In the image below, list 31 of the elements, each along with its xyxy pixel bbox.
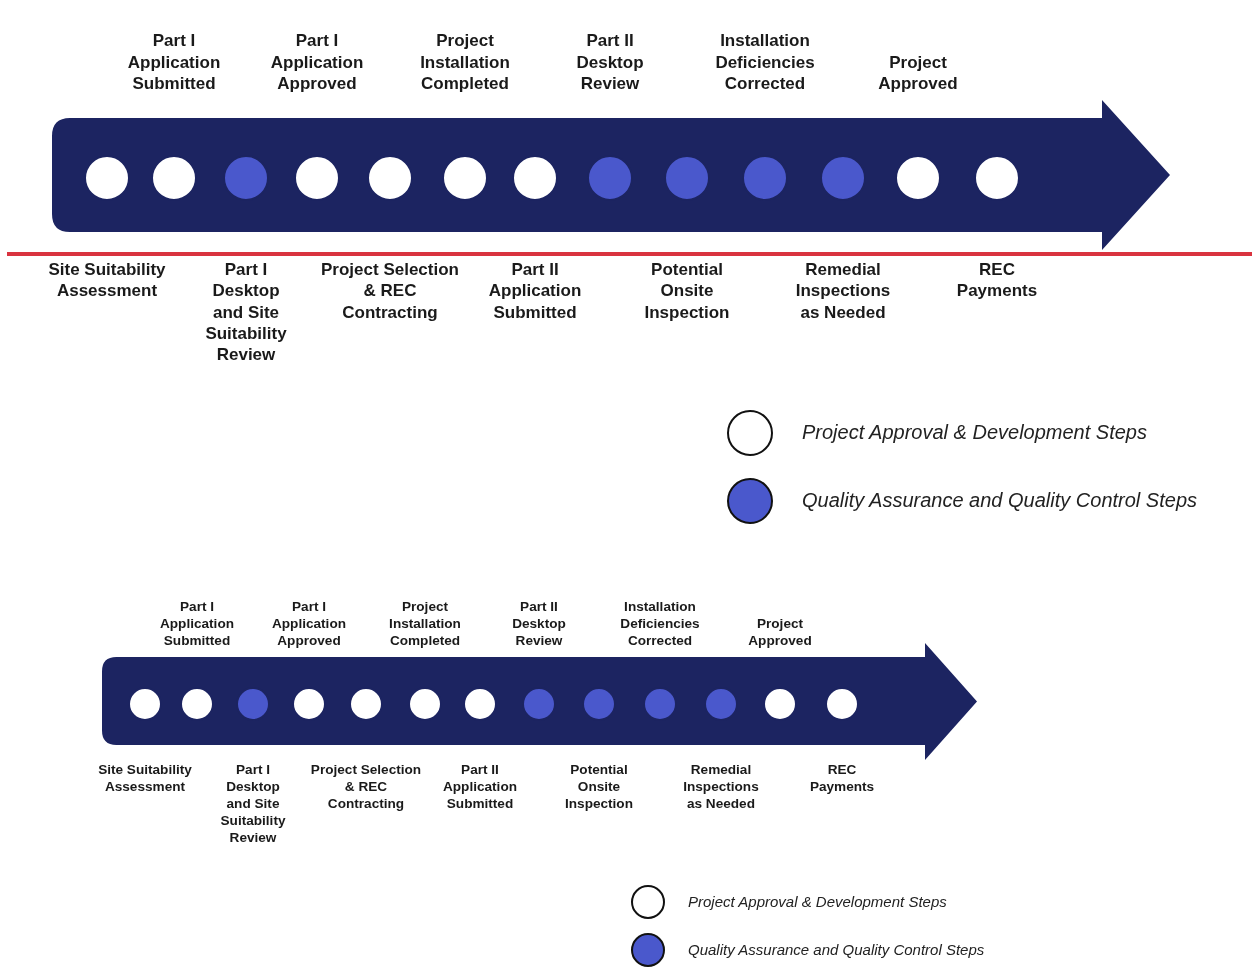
- step-label: Part I Application Approved: [269, 30, 365, 94]
- step-label: Potential Onsite Inspection: [643, 259, 731, 323]
- step-label: Project Selection & REC Contracting: [309, 762, 423, 813]
- step-label: Project Selection & REC Contracting: [320, 259, 460, 323]
- legend-label: Quality Assurance and Quality Control Steps: [688, 940, 985, 958]
- step-label: Potential Onsite Inspection: [564, 762, 634, 813]
- timeline-arrow: [52, 100, 1170, 250]
- step-label: Remedial Inspections as Needed: [794, 259, 892, 323]
- step-label: Part II Desktop Review: [575, 30, 645, 94]
- step-label: Project Approved: [747, 616, 813, 650]
- step-label: Site Suitability Assessment: [97, 762, 193, 796]
- step-label: Site Suitability Assessment: [47, 259, 167, 302]
- step-label: Part II Desktop Review: [511, 599, 567, 650]
- step-label: REC Payments: [808, 762, 876, 796]
- step-label: Part II Application Submitted: [487, 259, 583, 323]
- step-label: Project Installation Completed: [419, 30, 511, 94]
- step-label: REC Payments: [955, 259, 1039, 302]
- step-label: Project Approved: [877, 51, 959, 94]
- legend-label: Quality Assurance and Quality Control Steps: [802, 488, 1197, 512]
- step-label: Installation Deficiencies Corrected: [714, 30, 816, 94]
- step-label: Remedial Inspections as Needed: [682, 762, 760, 813]
- step-label: Installation Deficiencies Corrected: [619, 599, 701, 650]
- step-label: Part I Application Submitted: [159, 599, 235, 650]
- step-label: Part I Desktop and Site Suitability Review: [219, 762, 287, 847]
- step-label: Project Installation Completed: [388, 599, 462, 650]
- step-label: Part I Application Submitted: [126, 30, 222, 94]
- legend-label: Project Approval & Development Steps: [802, 420, 1147, 444]
- legend-label: Project Approval & Development Steps: [688, 892, 947, 910]
- step-label: Part II Application Submitted: [442, 762, 518, 813]
- step-label: Part I Desktop and Site Suitability Review: [204, 259, 288, 366]
- step-label: Part I Application Approved: [271, 599, 347, 650]
